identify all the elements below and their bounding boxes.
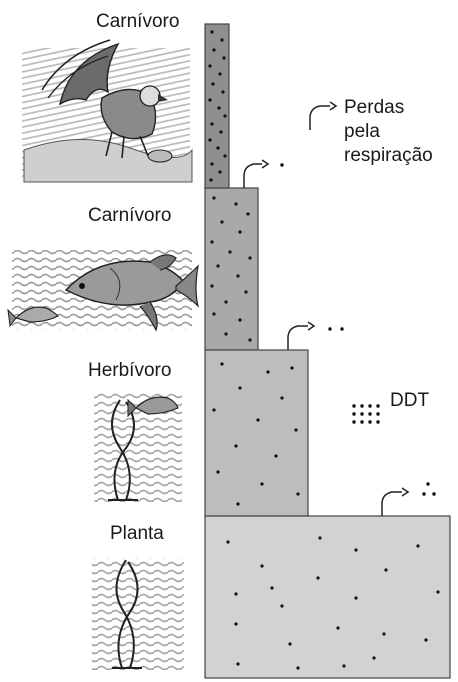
legend-ddt-label: DDT bbox=[390, 390, 429, 411]
legend-arrowhead-icon bbox=[330, 102, 336, 110]
legend-losses-line-2: pela bbox=[344, 121, 380, 142]
legend-respiration-losses: Perdas pela respiração bbox=[310, 97, 433, 166]
legend-losses-line-1: Perdas bbox=[344, 97, 404, 118]
bar-carnivore bbox=[205, 188, 258, 350]
level-label-carnivore: Carnívoro bbox=[88, 205, 171, 226]
bird-of-prey-illustration bbox=[22, 40, 192, 182]
small-fish-in-seaweed-illustration bbox=[94, 392, 182, 502]
bar-plant bbox=[205, 516, 450, 678]
pyramid-bars bbox=[205, 24, 450, 678]
legend-losses-line-3: respiração bbox=[344, 145, 433, 166]
level-label-top-carnivore: Carnívoro bbox=[96, 11, 179, 32]
legend-arrow-icon bbox=[310, 106, 330, 130]
legend-ddt: DDT bbox=[352, 390, 429, 424]
fish-illustration bbox=[8, 250, 198, 330]
level-label-herbivore: Herbívoro bbox=[88, 360, 171, 381]
level-label-plant: Planta bbox=[110, 523, 164, 544]
ddt-dot-grid-icon bbox=[352, 404, 379, 423]
seaweed-illustration bbox=[92, 558, 184, 670]
bar-top-carnivore bbox=[205, 24, 229, 188]
bar-herbivore bbox=[205, 350, 308, 516]
